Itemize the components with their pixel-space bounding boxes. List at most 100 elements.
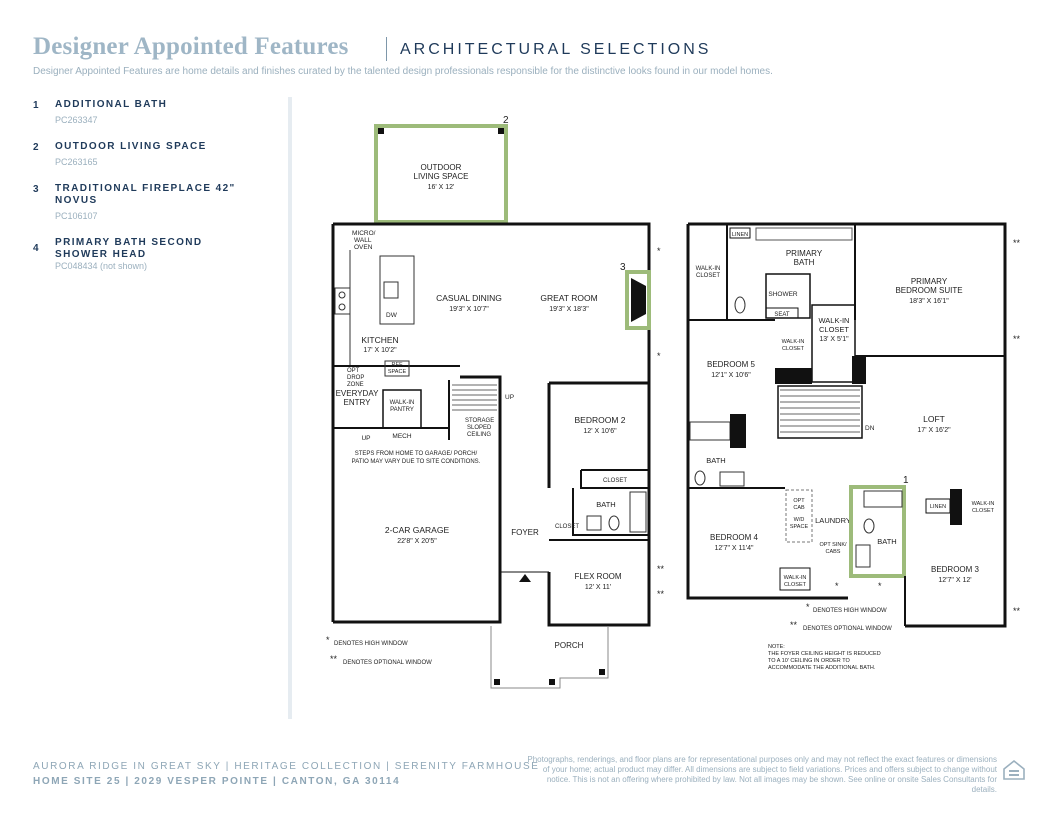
walk-in-closet-label: WALK-IN — [819, 316, 850, 325]
linen-label: LINEN — [930, 504, 946, 510]
drop-zone-label: DROP — [347, 375, 364, 381]
bedroom-3-label: BEDROOM 3 — [931, 565, 980, 574]
foyer-note: ACCOMMODATE THE ADDITIONAL BATH. — [768, 665, 876, 671]
floor-plan: 2 OUTDOOR LIVING SPACE 16' X 12' 3 * * M… — [326, 115, 1021, 689]
steps-note: PATIO MAY VARY DUE TO SITE CONDITIONS. — [352, 459, 481, 465]
feature-list: 1 ADDITIONAL BATH PC263347 2 OUTDOOR LIV… — [33, 99, 273, 287]
marker-3: 3 — [620, 262, 626, 273]
outdoor-living-dim: 16' X 12' — [428, 184, 455, 191]
kitchen-dim: 17' X 10'2" — [363, 347, 397, 354]
vertical-divider — [288, 97, 292, 719]
garage-dim: 22'8" X 20'5" — [397, 538, 437, 545]
opt-cab-label: OPT — [793, 498, 805, 504]
walk-in-closet-label: WALK-IN — [782, 339, 805, 345]
outdoor-living-label-2: LIVING SPACE — [414, 172, 469, 181]
bedroom-3-dim: 12'7" X 12' — [938, 577, 971, 584]
post — [549, 679, 555, 685]
wall-block — [950, 489, 962, 525]
post — [494, 679, 500, 685]
optional-window-mark: ** — [790, 620, 798, 630]
high-window-mark: * — [657, 351, 661, 361]
disclaimer: Photographs, renderings, and floor plans… — [527, 755, 997, 794]
ref-label: SPACE — [388, 369, 407, 375]
stairs — [777, 385, 863, 439]
fireplace-highlight — [625, 270, 651, 330]
post — [378, 128, 384, 134]
high-window-mark: * — [835, 581, 839, 591]
feature-number: 4 — [33, 243, 39, 254]
wall-block — [775, 368, 812, 384]
opt-sink-label: OPT SINK/ — [819, 542, 847, 548]
walk-in-closet-label: CLOSET — [972, 508, 995, 514]
high-window-note: DENOTES HIGH WINDOW — [334, 641, 408, 647]
linen-label: LINEN — [732, 232, 748, 238]
second-floor-plan: LINEN PRIMARY BATH WALK-IN CLOSET SHOWER… — [686, 222, 1021, 671]
burner — [338, 291, 346, 299]
feature-item: 4 PRIMARY BATH SECOND SHOWER HEAD PC0484… — [33, 237, 273, 271]
sink — [383, 281, 399, 299]
loft-label: LOFT — [923, 414, 945, 424]
walk-in-closet-label: WALK-IN — [784, 575, 807, 581]
walk-in-closet-label: CLOSET — [696, 273, 720, 279]
wall — [572, 488, 649, 536]
flex-room-label: FLEX ROOM — [574, 572, 621, 581]
foyer-label: FOYER — [511, 528, 539, 537]
bathtub — [863, 490, 903, 508]
primary-suite-label-2: BEDROOM SUITE — [895, 286, 962, 295]
outdoor-living-label: OUTDOOR — [421, 163, 462, 172]
toilet — [608, 515, 620, 531]
laundry-label: LAUNDRY — [815, 516, 851, 525]
pantry-label: WALK-IN — [390, 400, 415, 406]
closet-label: CLOSET — [603, 478, 627, 484]
toilet — [734, 296, 746, 314]
shower-label: SHOWER — [768, 291, 798, 298]
ref-label: REF — [392, 362, 404, 368]
outdoor-living-highlight — [374, 124, 508, 224]
walk-in-closet-label: WALK-IN — [972, 501, 995, 507]
drop-zone-label: OPT — [347, 368, 360, 374]
casual-dining-label: CASUAL DINING — [436, 293, 502, 303]
optional-window-mark: ** — [1013, 238, 1021, 248]
micro-label: MICRO/ — [352, 230, 376, 237]
burner — [338, 303, 346, 311]
feature-number: 3 — [33, 184, 39, 195]
linen-closet — [729, 227, 751, 239]
feature-name: ADDITIONAL BATH — [55, 99, 168, 110]
wd-space-label: SPACE — [790, 524, 809, 530]
storage-label: STORAGE — [465, 418, 494, 424]
opt-cab-outline — [785, 489, 813, 543]
micro-label: WALL — [354, 237, 372, 244]
vanity — [755, 227, 853, 241]
page-description: Designer Appointed Features are home det… — [33, 66, 773, 77]
bedroom-4-dim: 12'7" X 11'4" — [714, 545, 754, 552]
shower-seat — [765, 307, 799, 319]
optional-window-mark: ** — [1013, 334, 1021, 344]
high-window-mark: * — [878, 581, 882, 591]
wall — [333, 572, 502, 624]
walk-in-closet-label: WALK-IN — [696, 266, 721, 272]
community-line-1: AURORA RIDGE IN GREAT SKY | HERITAGE COL… — [33, 761, 540, 772]
up-label: UP — [361, 435, 370, 442]
wall-block — [730, 414, 746, 448]
kitchen-island — [379, 255, 415, 325]
high-window-note: DENOTES HIGH WINDOW — [813, 608, 887, 614]
stairs — [452, 384, 497, 411]
up-label: UP — [505, 394, 514, 401]
seat-label: SEAT — [774, 312, 790, 318]
first-floor-plan: 2 OUTDOOR LIVING SPACE 16' X 12' 3 * * M… — [326, 115, 665, 689]
optional-window-mark: ** — [1013, 606, 1021, 616]
equal-housing-icon — [1003, 759, 1025, 780]
vanity — [719, 471, 745, 487]
porch-outline — [490, 626, 609, 689]
feature-item: 1 ADDITIONAL BATH PC263347 — [33, 99, 273, 125]
bathtub — [689, 421, 731, 441]
bedroom-4-label: BEDROOM 4 — [710, 533, 759, 542]
pantry-label: PANTRY — [390, 407, 414, 413]
bedroom-5-dim: 12'1" X 10'6" — [711, 372, 751, 379]
porch-label: PORCH — [555, 641, 584, 650]
walk-in-closet-label: CLOSET — [782, 346, 805, 352]
high-window-mark: * — [326, 635, 330, 645]
marker-1: 1 — [903, 475, 909, 486]
optional-window-mark: ** — [657, 589, 665, 599]
closet-label: CLOSET — [555, 524, 579, 530]
